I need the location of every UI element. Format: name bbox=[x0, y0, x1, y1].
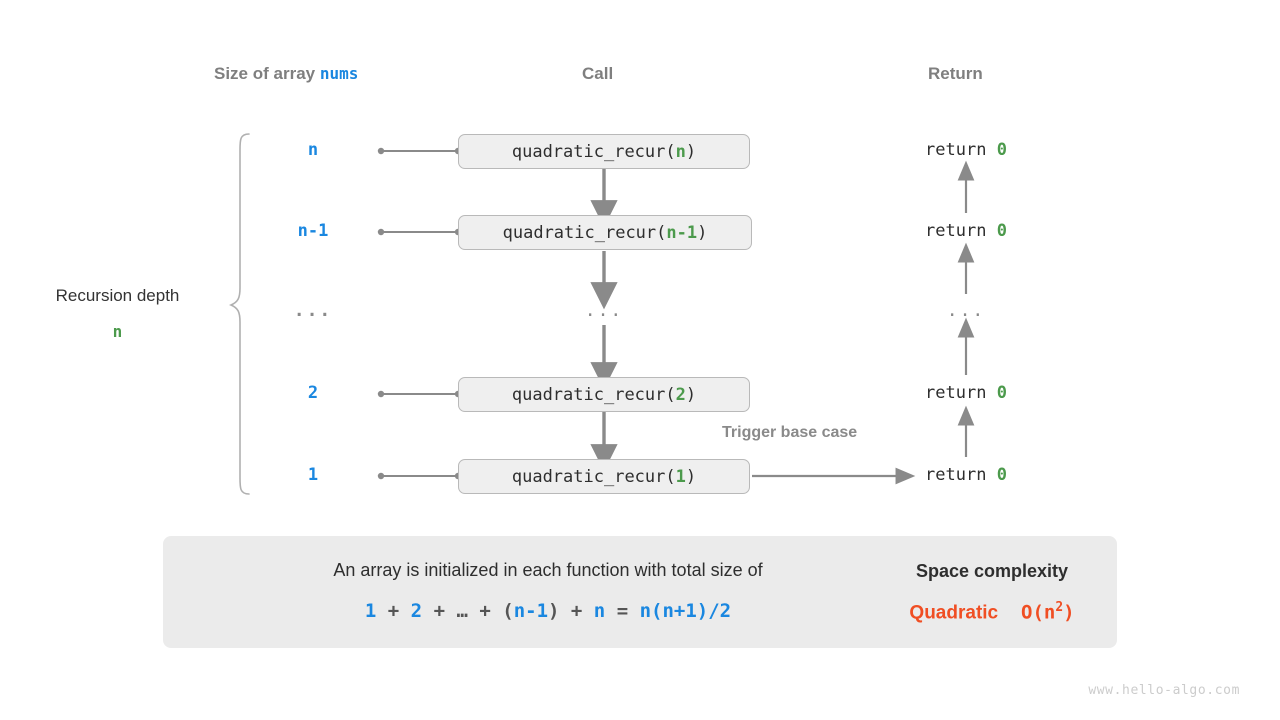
size-label-row-5: 1 bbox=[307, 465, 319, 485]
return-text-1: return bbox=[925, 140, 997, 160]
recursion-depth-value: n bbox=[112, 322, 123, 341]
return-text-4: return bbox=[925, 383, 997, 403]
formula-term-5: n(n+1)/2 bbox=[639, 600, 732, 622]
return-value-1: 0 bbox=[996, 140, 1007, 160]
header-size-text: Size of array bbox=[214, 64, 320, 83]
space-complexity-value: Quadratic O(n2) bbox=[877, 600, 1107, 624]
size-label-row-4: 2 bbox=[307, 383, 319, 403]
call-box-1-suffix: ) bbox=[685, 142, 697, 162]
complexity-big-o: O(n bbox=[1021, 601, 1056, 624]
return-label-row-4: return 0 bbox=[876, 383, 1056, 403]
call-ellipsis-row-3: ... bbox=[584, 300, 624, 321]
call-box-row-1[interactable]: quadratic_recur(n) bbox=[458, 134, 750, 169]
size-label-row-2: n-1 bbox=[297, 221, 329, 241]
summary-panel: An array is initialized in each function… bbox=[163, 536, 1117, 648]
summary-description: An array is initialized in each function… bbox=[333, 560, 763, 580]
call-box-5-suffix: ) bbox=[685, 467, 697, 487]
call-box-row-4[interactable]: quadratic_recur(2) bbox=[458, 377, 750, 412]
return-value-2: 0 bbox=[996, 221, 1007, 241]
call-box-2-suffix: ) bbox=[697, 223, 708, 243]
size-connector-row-2 bbox=[377, 228, 462, 236]
call-box-4-prefix: quadratic_recur( bbox=[511, 385, 676, 405]
formula-term-3: n-1 bbox=[513, 600, 549, 622]
return-value-5: 0 bbox=[996, 465, 1007, 485]
complexity-word: Quadratic bbox=[909, 602, 999, 624]
formula-ellipsis: … bbox=[456, 600, 468, 622]
summary-formula: 1 + 2 + … + (n-1) + n = n(n+1)/2 bbox=[188, 600, 908, 622]
call-box-row-5[interactable]: quadratic_recur(1) bbox=[458, 459, 750, 494]
formula-paren-open: ( bbox=[502, 600, 514, 622]
formula-op-1: + bbox=[376, 600, 411, 622]
header-nums-keyword: nums bbox=[319, 64, 359, 83]
header-return: Return bbox=[928, 64, 983, 83]
header-call: Call bbox=[582, 64, 614, 83]
return-label-row-1: return 0 bbox=[876, 140, 1056, 160]
call-box-5-prefix: quadratic_recur( bbox=[511, 467, 676, 487]
call-box-4-suffix: ) bbox=[685, 385, 697, 405]
size-label-row-1: n bbox=[307, 140, 319, 160]
complexity-big-o-end: ) bbox=[1063, 601, 1075, 624]
recursion-depth-brace bbox=[228, 133, 250, 495]
site-watermark: www.hello-algo.com bbox=[1088, 683, 1240, 698]
recursion-depth-label: Recursion depth bbox=[55, 286, 180, 305]
formula-paren-close: ) bbox=[548, 600, 560, 622]
formula-op-3: + bbox=[467, 600, 503, 622]
call-box-2-prefix: quadratic_recur( bbox=[502, 223, 667, 243]
formula-op-4: + bbox=[559, 600, 594, 622]
size-label-row-3-ellipsis: ... bbox=[293, 300, 333, 321]
call-box-1-arg: n bbox=[675, 142, 686, 162]
return-label-row-2: return 0 bbox=[876, 221, 1056, 241]
formula-term-1: 1 bbox=[364, 600, 377, 622]
trigger-base-case-note: Trigger base case bbox=[722, 424, 858, 441]
size-connector-row-4 bbox=[377, 390, 462, 398]
return-ellipsis-row-3: ... bbox=[946, 300, 986, 321]
formula-op-2: + bbox=[422, 600, 457, 622]
formula-equals: = bbox=[605, 600, 640, 622]
header-size-of-array: Size of array nums bbox=[214, 64, 358, 84]
formula-term-4: n bbox=[593, 600, 606, 622]
call-box-row-2[interactable]: quadratic_recur(n-1) bbox=[458, 215, 752, 250]
call-box-4-arg: 2 bbox=[675, 385, 686, 405]
complexity-exponent: 2 bbox=[1055, 600, 1064, 615]
size-connector-row-1 bbox=[377, 147, 462, 155]
space-complexity-title: Space complexity bbox=[915, 561, 1069, 581]
call-box-2-arg: n-1 bbox=[666, 223, 698, 243]
formula-term-2: 2 bbox=[410, 600, 423, 622]
return-text-2: return bbox=[925, 221, 997, 241]
call-box-1-prefix: quadratic_recur( bbox=[511, 142, 676, 162]
return-value-4: 0 bbox=[996, 383, 1007, 403]
return-text-5: return bbox=[925, 465, 997, 485]
call-box-5-arg: 1 bbox=[675, 467, 686, 487]
size-connector-row-5 bbox=[377, 472, 462, 480]
return-label-row-5: return 0 bbox=[876, 465, 1056, 485]
